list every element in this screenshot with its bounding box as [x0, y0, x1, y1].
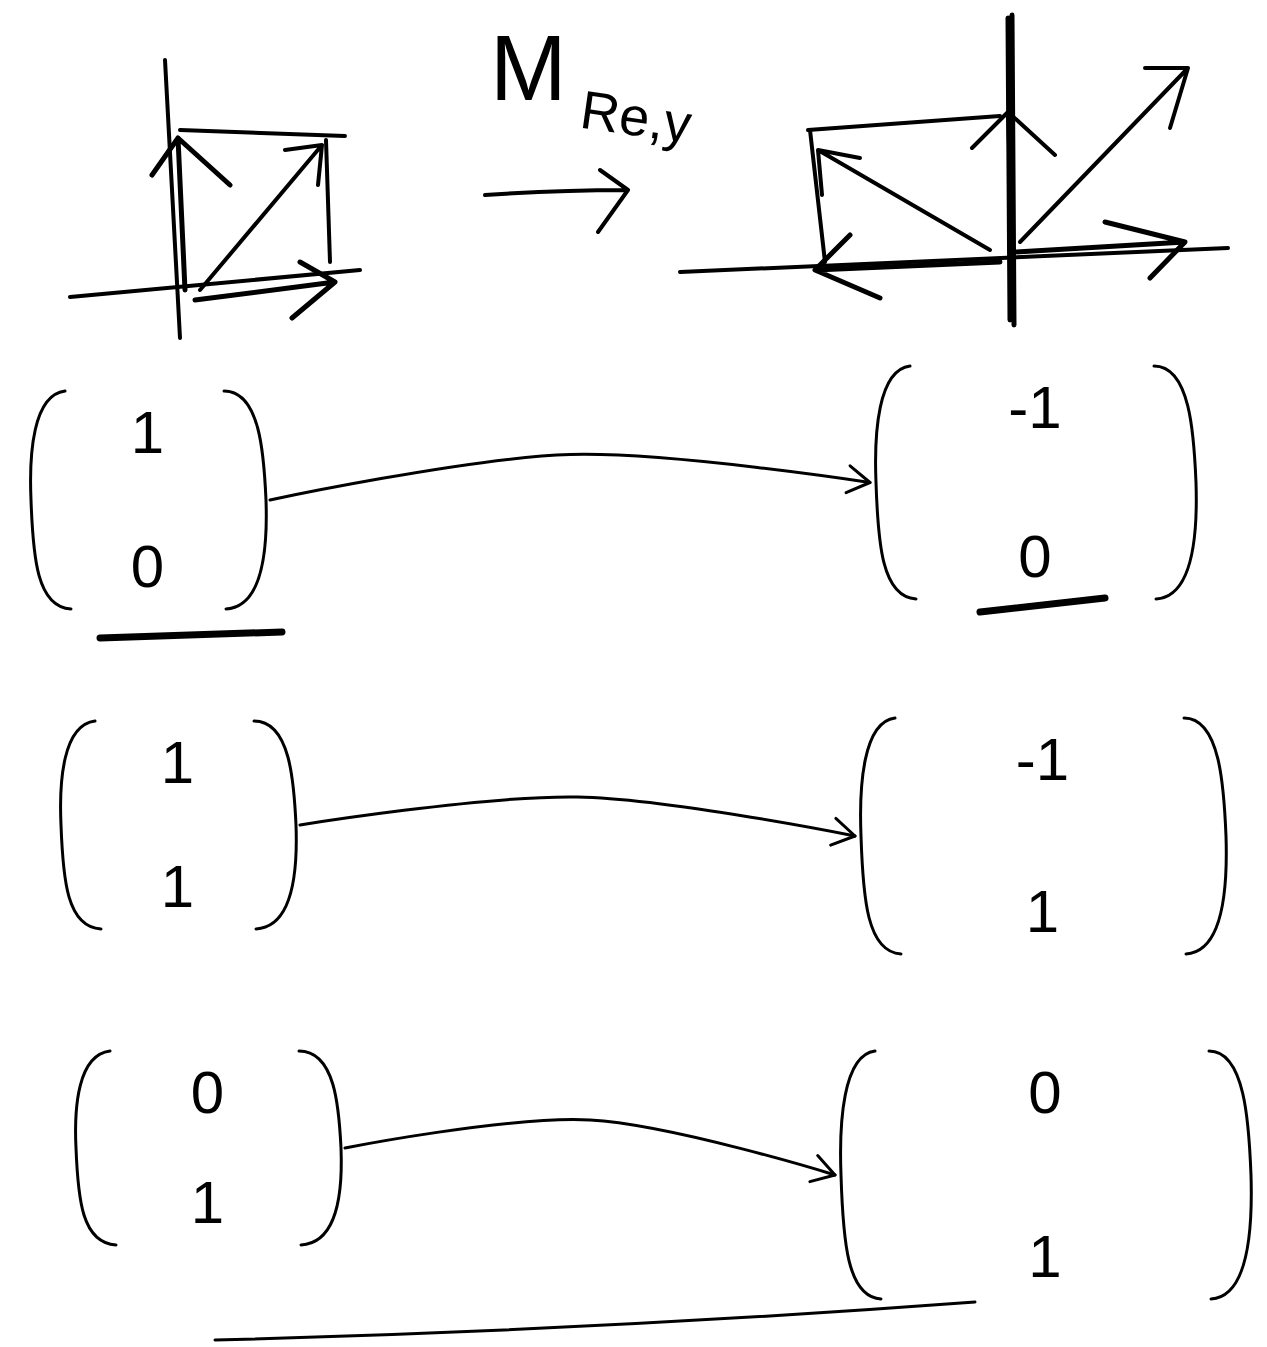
vector-entries: 10: [25, 385, 270, 615]
bracket-stroke: [1209, 1051, 1251, 1299]
transform-label: M: [490, 22, 567, 114]
vector-arrow: [972, 112, 1055, 250]
underline: [100, 632, 282, 638]
vector-arrow: [1015, 222, 1185, 278]
mapping-arrow: [270, 454, 870, 500]
column-vector: -1 1: [855, 712, 1230, 960]
vector-entry: 1: [161, 857, 194, 917]
bracket-stroke: [224, 391, 266, 609]
axis-line: [165, 60, 180, 338]
square-outline: [808, 116, 1000, 262]
bracket-stroke: [76, 1051, 116, 1245]
vector-arrow: [200, 145, 322, 290]
vector-entry: 1: [131, 403, 164, 463]
transform-arrow: [485, 170, 628, 232]
vector-entries: -1 0: [870, 360, 1200, 605]
column-vector: 10: [25, 385, 270, 615]
arrow-head: [810, 1156, 835, 1182]
vector-entry: -1: [1008, 378, 1061, 438]
column-vector: 01: [835, 1045, 1255, 1305]
bracket-stroke: [1184, 718, 1226, 954]
vector-entries: -1 1: [855, 712, 1230, 960]
square-outline: [180, 130, 345, 262]
vector-entry: 0: [1028, 1063, 1061, 1123]
vector-entry: 0: [131, 537, 164, 597]
vector-arrow: [195, 262, 335, 318]
arrow-head: [846, 466, 870, 493]
vector-entry: 0: [1018, 527, 1051, 587]
vector-arrow: [818, 150, 990, 250]
vector-entry: 1: [191, 1173, 224, 1233]
vector-entry: 0: [191, 1063, 224, 1123]
vector-arrow: [1020, 68, 1188, 242]
axis-line: [680, 248, 1228, 272]
underline: [215, 1302, 975, 1340]
arrow-line: [300, 797, 855, 836]
mapping-arrow: [345, 1120, 835, 1182]
vector-entry: -1: [1016, 730, 1069, 790]
bracket-stroke: [31, 391, 71, 609]
bracket-stroke: [876, 366, 916, 599]
column-vector: -1 0: [870, 360, 1200, 605]
underline: [980, 598, 1105, 612]
vector-arrow: [815, 235, 1000, 298]
bracket-stroke: [841, 1051, 881, 1299]
vector-entry: 1: [161, 733, 194, 793]
vector-entries: 01: [835, 1045, 1255, 1305]
arrow-head: [831, 818, 855, 845]
bracket-stroke: [299, 1051, 341, 1245]
bracket-stroke: [1154, 366, 1196, 599]
bracket-stroke: [861, 718, 901, 954]
vector-entry: 1: [1028, 1227, 1061, 1287]
vector-entries: 01: [70, 1045, 345, 1251]
column-vector: 01: [70, 1045, 345, 1251]
arrow-line: [270, 454, 870, 500]
bracket-stroke: [254, 721, 296, 929]
transform-label: Re,y: [577, 82, 694, 151]
mapping-arrow: [300, 797, 855, 845]
vector-entry: 1: [1026, 882, 1059, 942]
column-vector: 11: [55, 715, 300, 935]
arrow-line: [345, 1120, 835, 1175]
vector-entries: 11: [55, 715, 300, 935]
bracket-stroke: [61, 721, 101, 929]
